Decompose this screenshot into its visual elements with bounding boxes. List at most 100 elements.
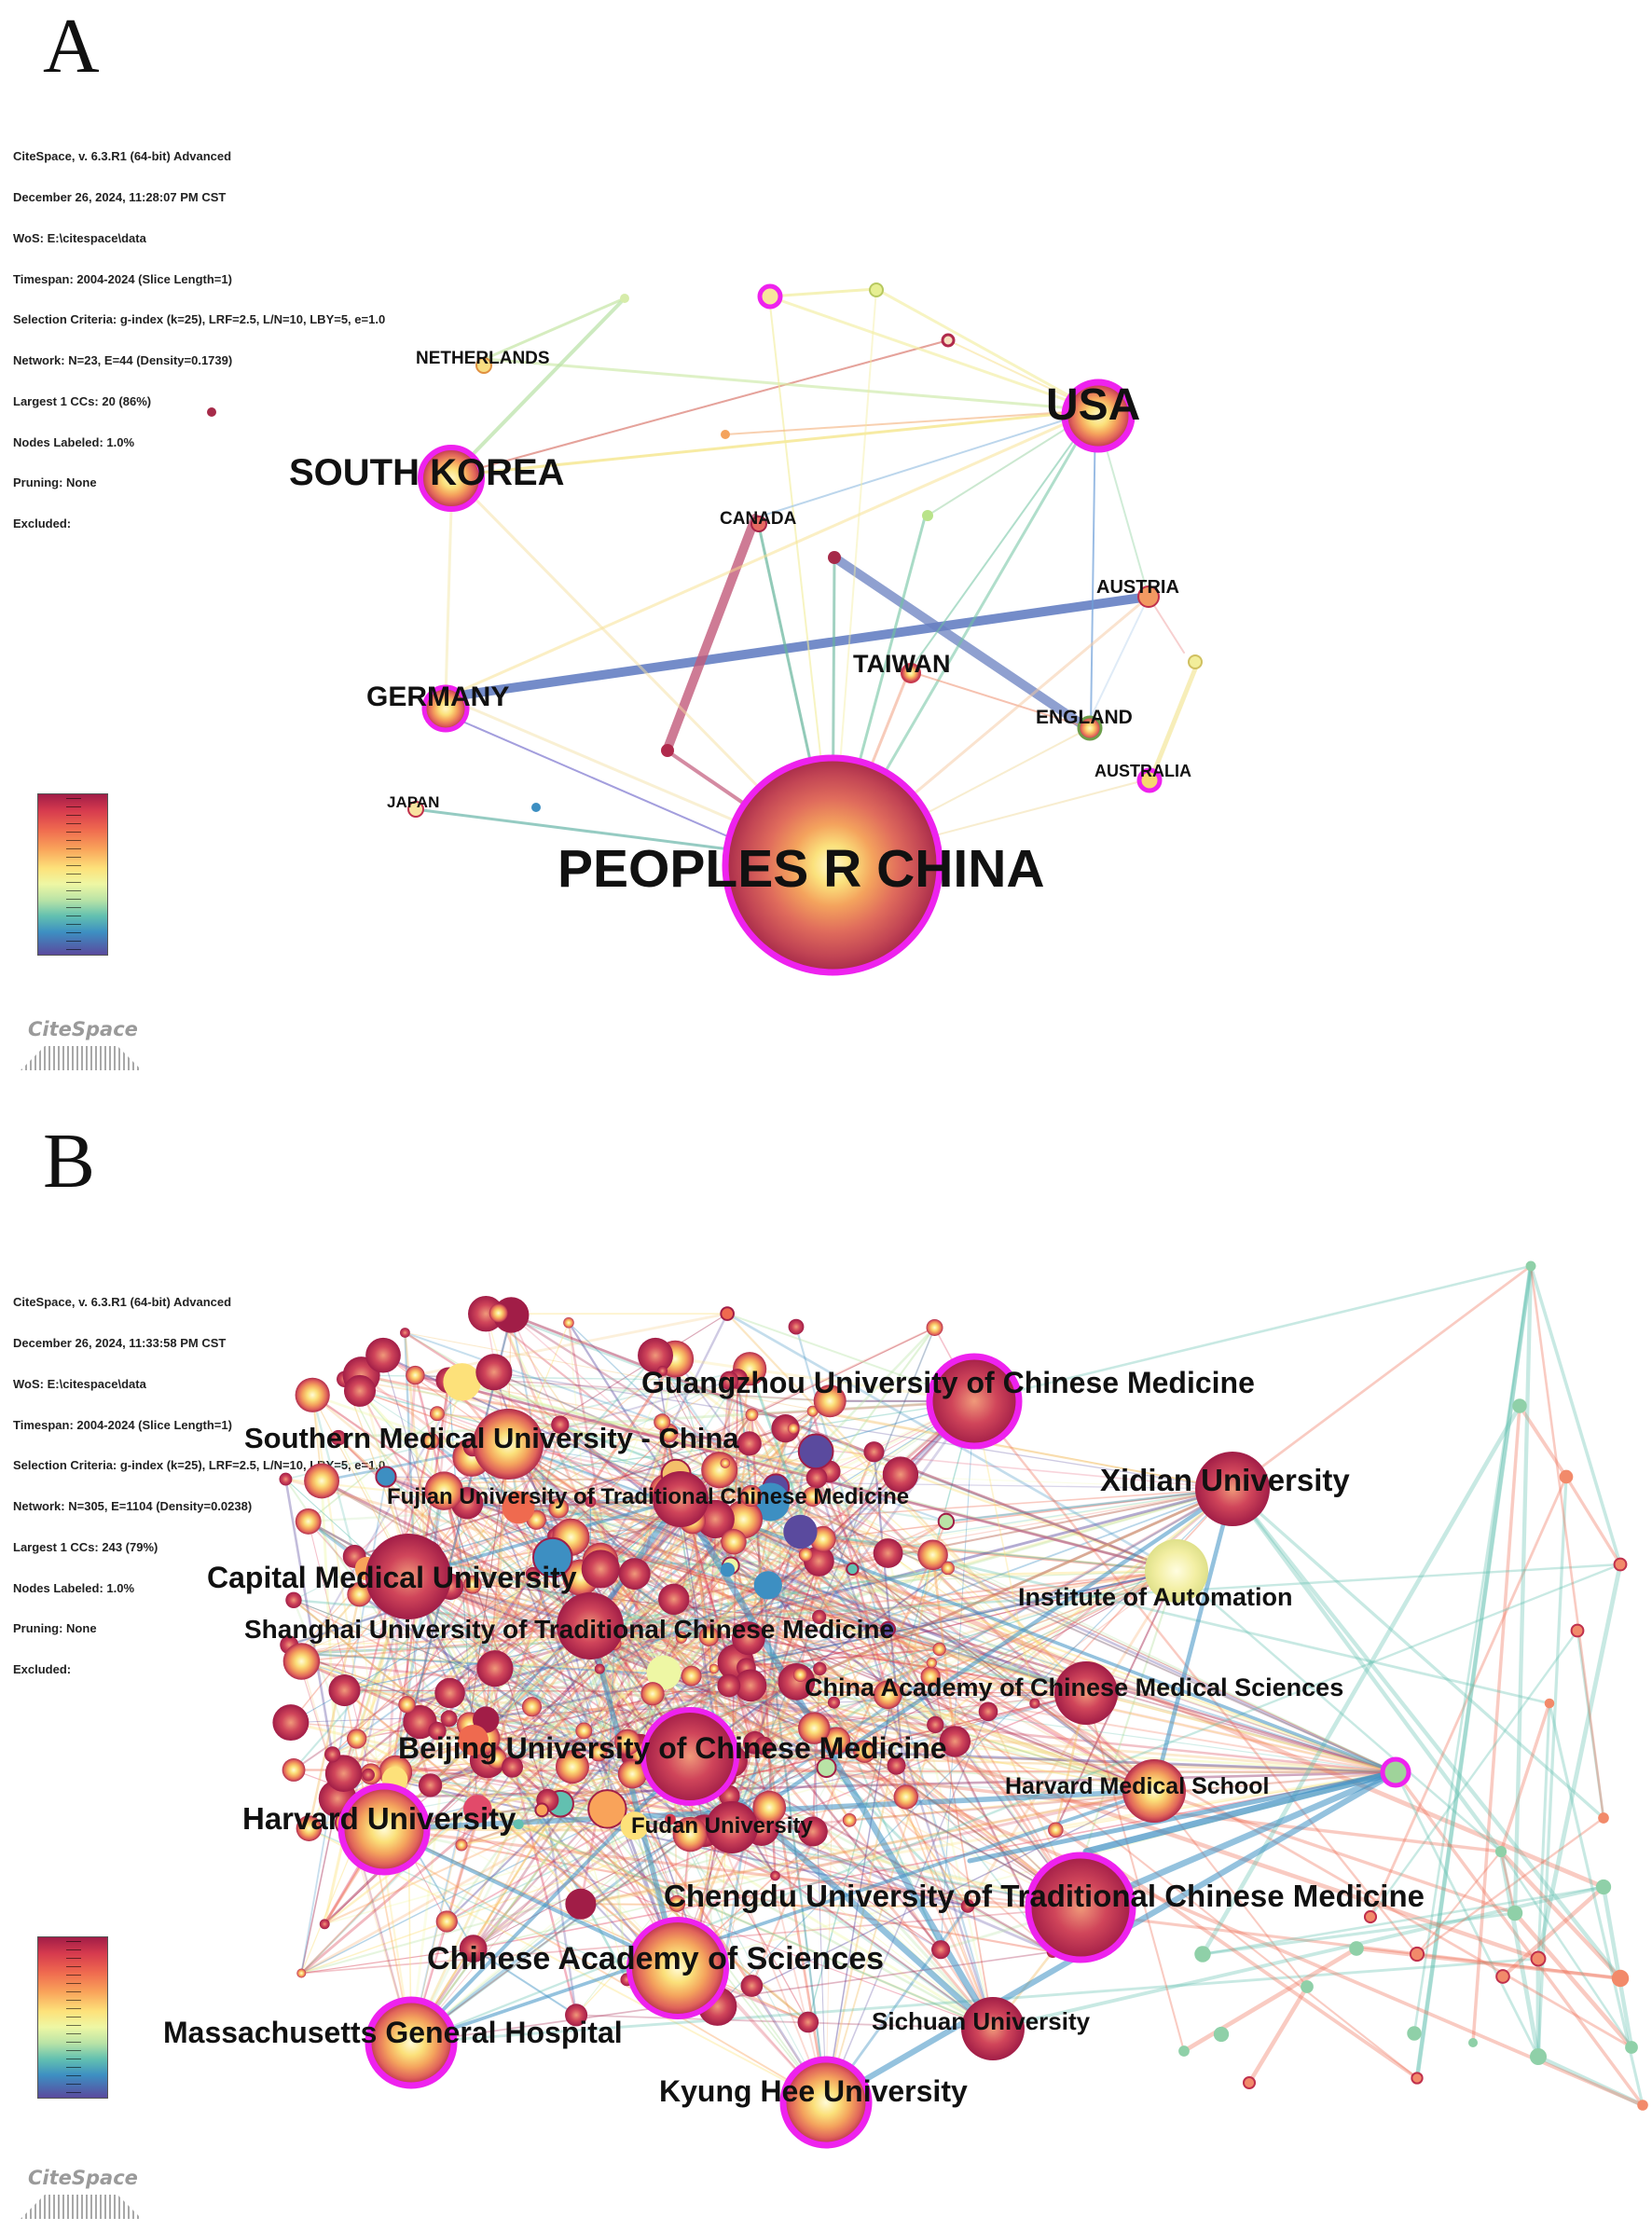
edge bbox=[300, 1381, 463, 1663]
node-small bbox=[721, 430, 730, 439]
label-xidian: Xidian University bbox=[1100, 1463, 1350, 1497]
minor-node bbox=[295, 1508, 322, 1535]
edge bbox=[730, 1537, 824, 1829]
edge bbox=[824, 1553, 934, 2104]
minor-node bbox=[752, 1790, 787, 1825]
edge bbox=[1369, 1475, 1568, 1919]
label-cas: Chinese Academy of Sciences bbox=[427, 1941, 884, 1976]
node-small bbox=[1188, 654, 1203, 669]
minor-node bbox=[853, 1740, 876, 1763]
edge bbox=[407, 1368, 750, 1577]
node-labels: PEOPLES R CHINA USA SOUTH KOREA GERMANY … bbox=[289, 349, 1191, 899]
node-england bbox=[1077, 715, 1103, 741]
node-harvard bbox=[337, 1783, 431, 1876]
edge bbox=[606, 1642, 615, 1811]
edge bbox=[728, 1691, 1088, 1797]
edge bbox=[320, 1480, 1082, 1909]
minor-node bbox=[657, 1366, 668, 1376]
edge bbox=[347, 1822, 827, 2103]
minor-node bbox=[400, 1328, 410, 1338]
edge bbox=[484, 1718, 585, 1732]
node-australia bbox=[1136, 767, 1163, 793]
edge bbox=[407, 1576, 889, 1630]
meta-line: WoS: E:\citespace\data bbox=[13, 1376, 146, 1391]
edge bbox=[811, 1667, 821, 1833]
year-color-legend bbox=[37, 1936, 108, 2099]
edge bbox=[579, 1789, 1156, 1906]
edge bbox=[343, 1624, 592, 1692]
edge bbox=[821, 1537, 1156, 1793]
edge bbox=[825, 1711, 989, 2103]
edge bbox=[579, 1576, 995, 2031]
edge bbox=[406, 1497, 682, 1578]
minor-node bbox=[745, 1408, 759, 1422]
edge bbox=[1246, 1984, 1310, 2086]
edge bbox=[571, 1692, 654, 1769]
minor-node bbox=[797, 1433, 834, 1470]
minor-node bbox=[698, 1626, 720, 1646]
edge bbox=[531, 1573, 680, 1970]
minor-node bbox=[926, 1319, 943, 1336]
edge bbox=[815, 1476, 1054, 1954]
node-austria bbox=[1137, 585, 1160, 608]
minor-node bbox=[668, 1894, 686, 1912]
minor-node bbox=[1301, 1980, 1314, 1993]
edge bbox=[406, 1423, 561, 1706]
edge bbox=[1200, 1403, 1522, 1957]
edge bbox=[1512, 1910, 1634, 2050]
edge bbox=[394, 1770, 994, 2030]
minor-node bbox=[587, 1789, 627, 1829]
edge bbox=[320, 1479, 339, 1800]
edge bbox=[510, 1314, 561, 1425]
edge bbox=[730, 1494, 815, 1829]
label-harvard: Harvard University bbox=[242, 1801, 516, 1836]
edge bbox=[1369, 1629, 1579, 1919]
edge bbox=[530, 1705, 578, 2017]
minor-node bbox=[581, 1549, 620, 1589]
edge bbox=[358, 1389, 680, 1970]
minor-node bbox=[917, 1539, 948, 1571]
minor-node bbox=[882, 1456, 919, 1493]
edge bbox=[1499, 1850, 1633, 2049]
edge bbox=[385, 1476, 1155, 1792]
meta-line: CiteSpace, v. 6.3.R1 (64-bit) Advanced bbox=[13, 1295, 232, 1310]
meta-line: Nodes Labeled: 1.0% bbox=[13, 1580, 135, 1595]
edge bbox=[679, 1497, 1419, 2080]
edge bbox=[1500, 1884, 1606, 1979]
edge bbox=[833, 1552, 889, 1703]
minor-node bbox=[1048, 1822, 1064, 1838]
minor-node bbox=[1530, 1950, 1547, 1967]
node-peoples-r-china bbox=[722, 754, 943, 976]
edge bbox=[1499, 1850, 1517, 1915]
minor-node bbox=[1559, 1469, 1574, 1484]
node-southern bbox=[473, 1409, 544, 1480]
edge bbox=[570, 1536, 1397, 1773]
edge bbox=[725, 1568, 1088, 1695]
edge bbox=[769, 1500, 934, 1557]
edge bbox=[468, 1443, 509, 1726]
edge bbox=[934, 1487, 1234, 1727]
edge bbox=[813, 1728, 827, 2103]
edge bbox=[405, 1487, 1234, 1706]
node-small bbox=[620, 294, 629, 303]
logo-base bbox=[21, 1046, 142, 1070]
minor-node bbox=[565, 2004, 588, 2027]
edge bbox=[582, 1729, 753, 1988]
edge bbox=[353, 1427, 787, 1558]
edge bbox=[1529, 1264, 1605, 1820]
label-sichuan: Sichuan University bbox=[872, 2007, 1091, 2035]
edge bbox=[818, 1473, 902, 1618]
edge bbox=[730, 1400, 975, 1567]
nodes bbox=[207, 282, 1203, 976]
edge bbox=[516, 1506, 820, 1563]
minor-node bbox=[1613, 1557, 1628, 1572]
minor-node bbox=[282, 1758, 306, 1782]
edge bbox=[413, 1373, 1178, 1573]
edge bbox=[299, 1755, 692, 1975]
edge bbox=[414, 1373, 1178, 1573]
minor-node bbox=[816, 1756, 837, 1778]
edge bbox=[300, 1500, 772, 1975]
edge bbox=[511, 1477, 819, 1769]
edge bbox=[754, 1560, 820, 1743]
minor-node bbox=[285, 1591, 302, 1608]
